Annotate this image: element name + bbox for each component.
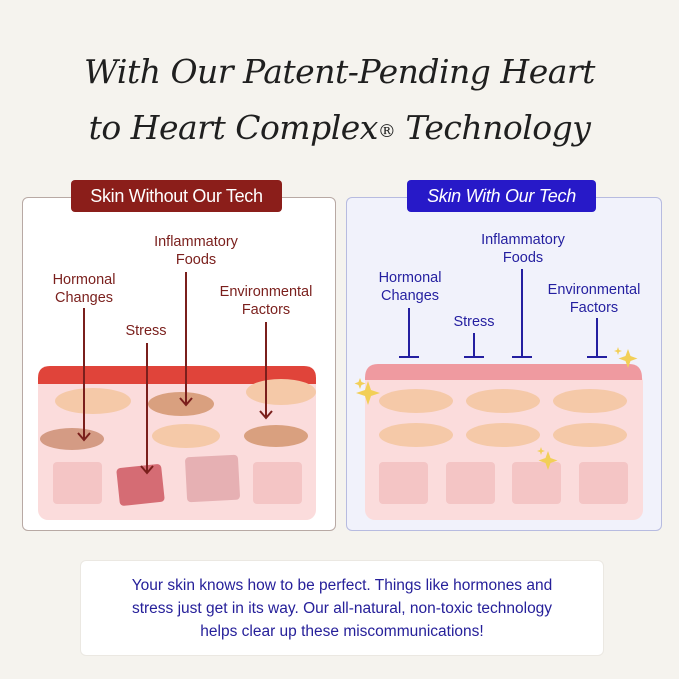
- caption-box: Your skin knows how to be perfect. Thing…: [80, 560, 604, 656]
- headline-line-1: With Our Patent-Pending Heart: [84, 52, 595, 91]
- badge-with-tech: Skin With Our Tech: [407, 180, 596, 212]
- registered-mark: ®: [377, 121, 396, 142]
- label-environmental-factors: Environmental Factors: [219, 284, 313, 318]
- headline-line-2-suffix: Technology: [395, 108, 591, 147]
- label-hormonal-changes: Hormonal Changes: [378, 270, 442, 304]
- caption-text: Your skin knows how to be perfect. Thing…: [131, 577, 553, 640]
- label-inflammatory-foods: Inflammatory Foods: [481, 232, 565, 266]
- headline-line-2: to Heart Complex® Technology: [0, 100, 679, 156]
- label-stress: Stress: [125, 323, 167, 339]
- headline: With Our Patent-Pending Heart to Heart C…: [0, 44, 679, 156]
- label-inflammatory-foods: Inflammatory Foods: [154, 234, 238, 268]
- badge-without-tech: Skin Without Our Tech: [71, 180, 282, 212]
- label-hormonal-changes: Hormonal Changes: [52, 272, 116, 306]
- label-stress: Stress: [453, 314, 495, 330]
- headline-line-2-prefix: to Heart Complex: [88, 108, 379, 147]
- label-environmental-factors: Environmental Factors: [547, 282, 641, 316]
